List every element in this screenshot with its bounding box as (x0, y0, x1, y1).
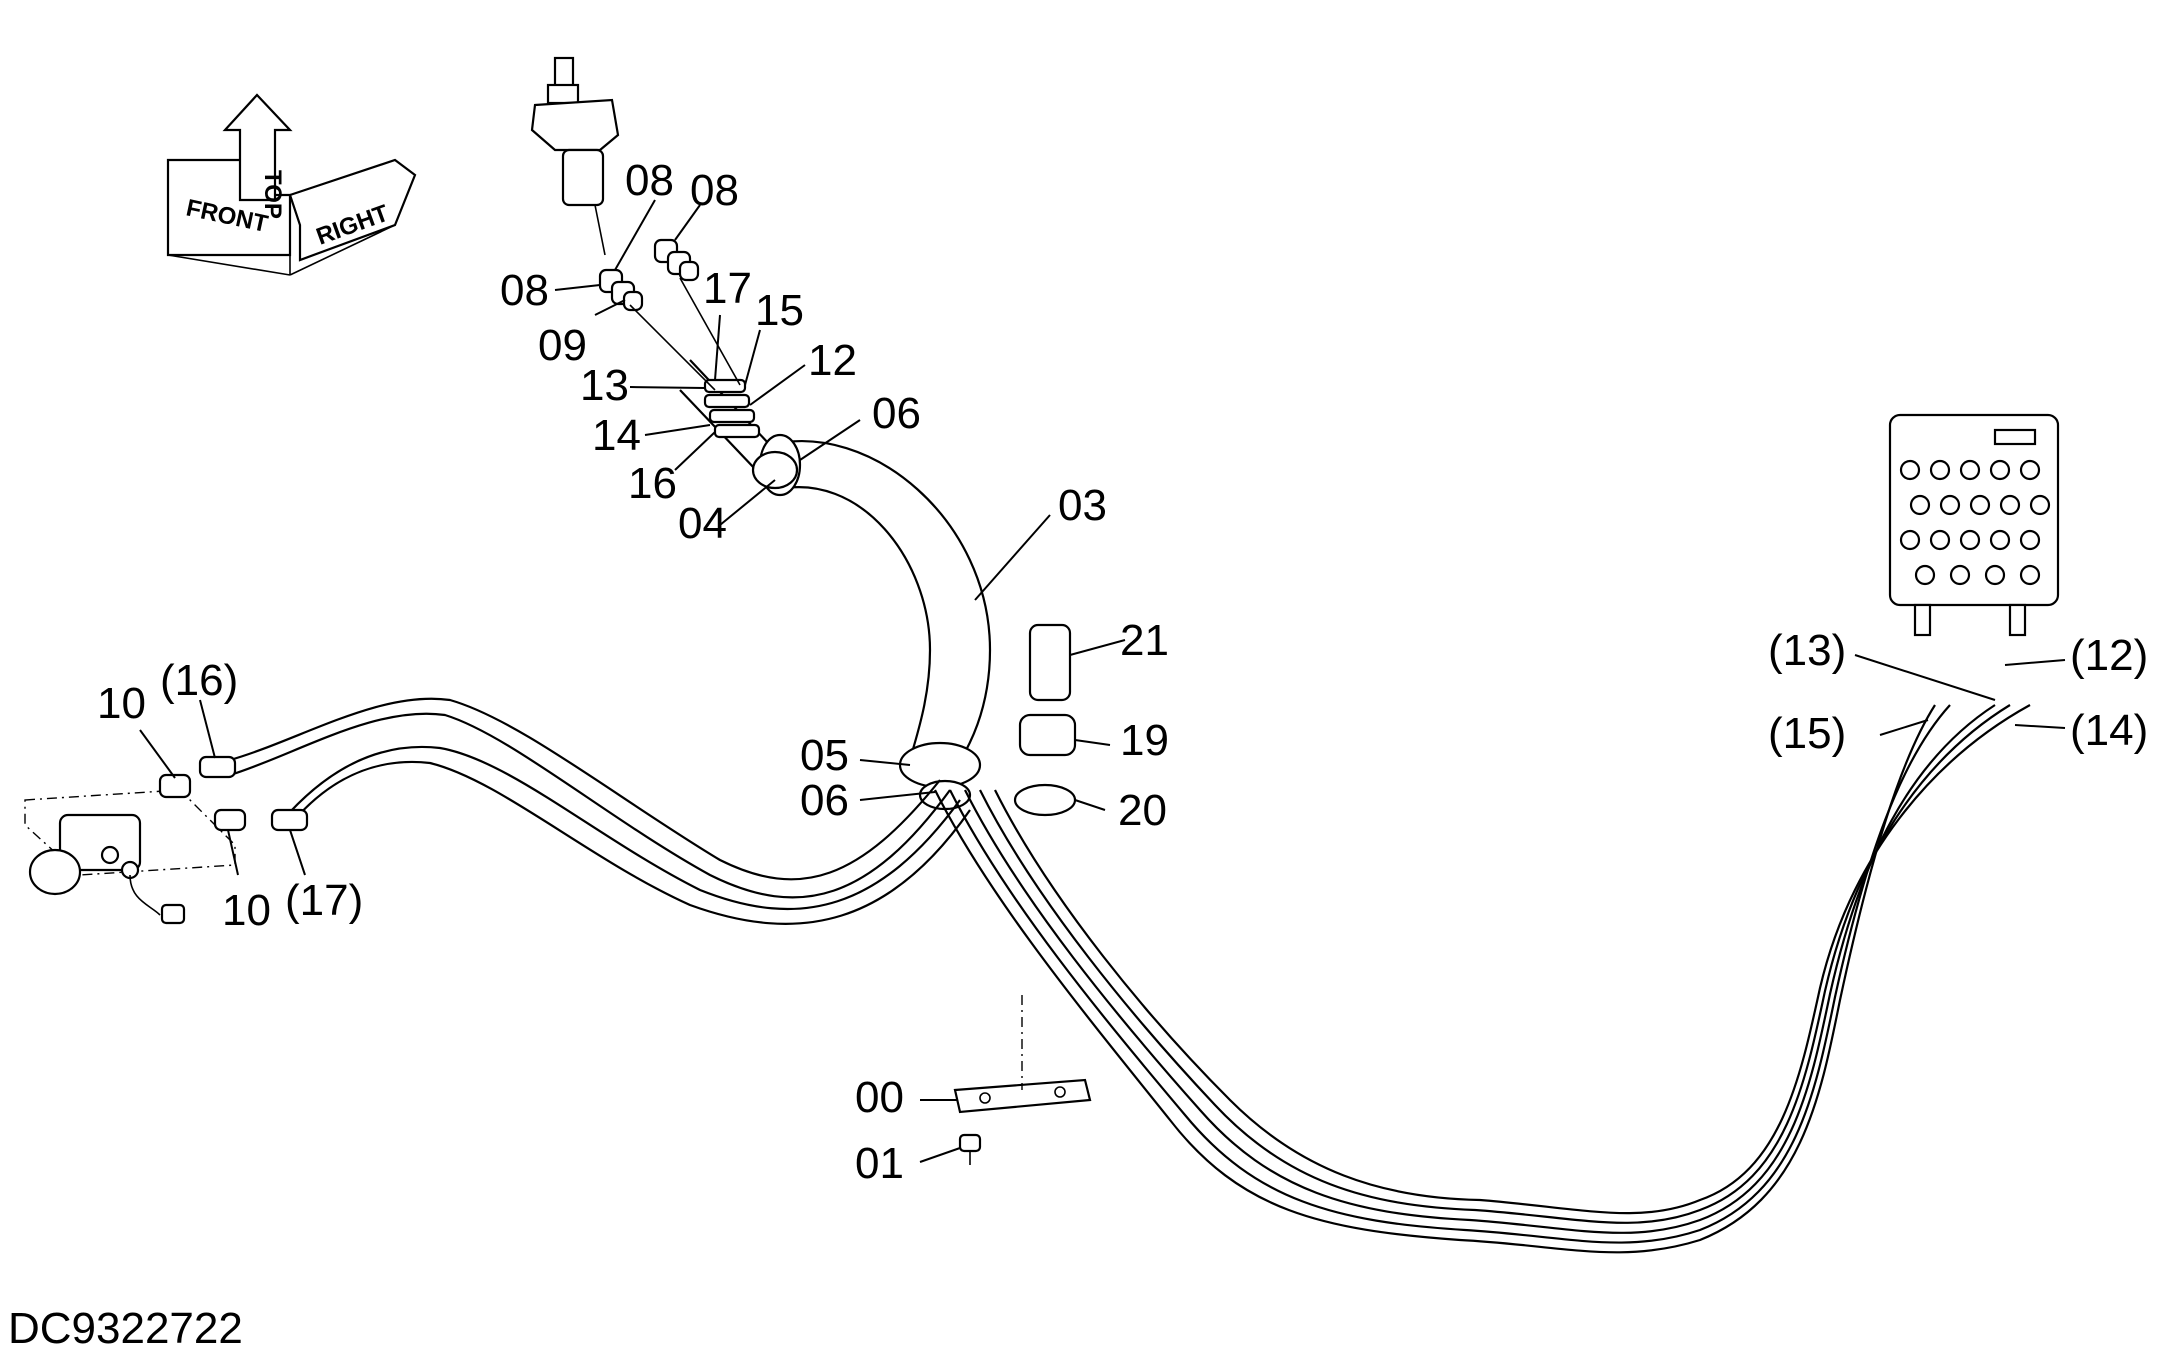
orientation-indicator: FRONT TOP RIGHT (166, 93, 417, 276)
label-13: 13 (580, 361, 629, 410)
solenoid-valve (24, 755, 309, 925)
top-arrow-shape (222, 93, 293, 202)
label-16: 16 (628, 459, 677, 508)
label-15: 15 (755, 286, 804, 335)
parts-19-20-21 (1013, 623, 1077, 817)
label-17: 17 (703, 264, 752, 313)
label-16-ref: (16) (160, 656, 238, 705)
left-hoses (229, 697, 971, 925)
label-12-ref: (12) (2070, 631, 2148, 680)
label-14-ref: (14) (2070, 706, 2148, 755)
hose-bundle-03 (679, 359, 992, 771)
label-17-ref: (17) (285, 876, 363, 925)
top-label: TOP (259, 170, 286, 219)
label-15-ref: (15) (1768, 709, 1846, 758)
pilot-valve (530, 56, 620, 256)
label-05: 05 (800, 731, 849, 780)
label-08-b: 08 (690, 166, 739, 215)
label-20: 20 (1118, 786, 1167, 835)
drawing-id: DC9322722 (8, 1304, 243, 1350)
label-06-top: 06 (872, 389, 921, 438)
control-valve-right (1888, 413, 2060, 637)
label-14: 14 (592, 411, 641, 460)
label-10-b: 10 (222, 886, 271, 935)
label-01: 01 (855, 1139, 904, 1188)
fittings-08-09 (598, 238, 700, 312)
label-13-ref: (13) (1768, 626, 1846, 675)
label-09: 09 (538, 321, 587, 370)
label-06-bottom: 06 (800, 776, 849, 825)
label-19: 19 (1120, 716, 1169, 765)
label-21: 21 (1120, 616, 1169, 665)
plate-00-bolt-01 (953, 995, 1092, 1165)
part-labels: 08 08 08 09 17 15 12 13 14 16 04 06 03 2… (8, 156, 2148, 1353)
leader-lines (139, 199, 2066, 1163)
label-00: 00 (855, 1073, 904, 1122)
long-hoses (934, 704, 2031, 1254)
label-10-a: 10 (97, 679, 146, 728)
label-08-c: 08 (500, 266, 549, 315)
connectors-12-17 (629, 277, 761, 439)
label-03: 03 (1058, 481, 1107, 530)
label-04: 04 (678, 499, 727, 548)
label-08-a: 08 (625, 156, 674, 205)
label-12: 12 (808, 336, 857, 385)
